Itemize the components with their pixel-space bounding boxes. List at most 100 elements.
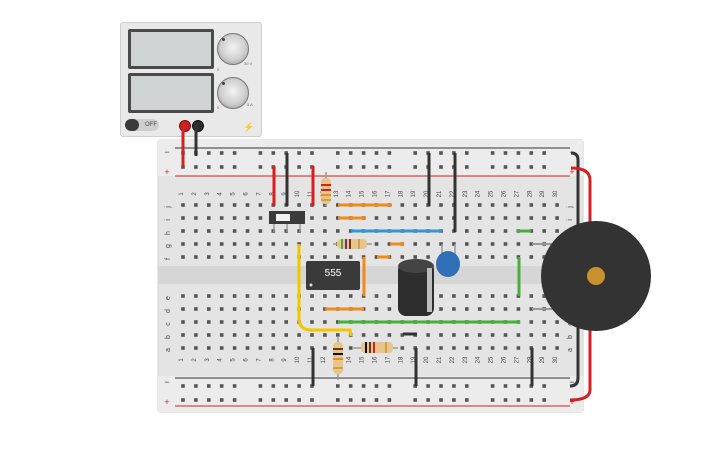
- breadboard-hole[interactable]: [361, 151, 366, 155]
- breadboard-hole[interactable]: [323, 307, 327, 311]
- breadboard-hole[interactable]: [219, 294, 224, 298]
- breadboard-hole[interactable]: [271, 384, 276, 388]
- breadboard-hole[interactable]: [426, 384, 430, 388]
- breadboard-hole[interactable]: [465, 242, 469, 246]
- breadboard-hole[interactable]: [400, 333, 405, 337]
- breadboard-hole[interactable]: [258, 216, 263, 220]
- breadboard-hole[interactable]: [555, 229, 559, 233]
- breadboard-hole[interactable]: [336, 294, 340, 298]
- breadboard-hole[interactable]: [542, 398, 546, 402]
- breadboard-hole[interactable]: [207, 151, 211, 155]
- breadboard-hole[interactable]: [181, 216, 185, 220]
- breadboard-hole[interactable]: [310, 216, 314, 220]
- breadboard-hole[interactable]: [181, 384, 185, 388]
- breadboard-hole[interactable]: [194, 307, 198, 311]
- breadboard-hole[interactable]: [219, 203, 224, 207]
- breadboard-hole[interactable]: [426, 333, 430, 337]
- breadboard-hole[interactable]: [490, 203, 495, 207]
- ic-555[interactable]: [306, 261, 360, 290]
- breadboard-hole[interactable]: [271, 151, 276, 155]
- breadboard-hole[interactable]: [490, 165, 495, 169]
- breadboard-hole[interactable]: [271, 255, 276, 259]
- breadboard-hole[interactable]: [297, 203, 301, 207]
- breadboard-hole[interactable]: [258, 333, 263, 337]
- breadboard-hole[interactable]: [439, 294, 443, 298]
- breadboard-hole[interactable]: [284, 229, 288, 233]
- breadboard-hole[interactable]: [219, 216, 224, 220]
- power-switch-handle[interactable]: [125, 119, 139, 131]
- breadboard-hole[interactable]: [181, 242, 185, 246]
- breadboard-hole[interactable]: [336, 384, 340, 388]
- breadboard-hole[interactable]: [426, 242, 430, 246]
- breadboard-hole[interactable]: [490, 307, 495, 311]
- breadboard-hole[interactable]: [542, 294, 546, 298]
- breadboard-hole[interactable]: [439, 242, 443, 246]
- breadboard-hole[interactable]: [323, 229, 327, 233]
- breadboard-hole[interactable]: [400, 346, 405, 350]
- breadboard-hole[interactable]: [232, 307, 237, 311]
- breadboard-hole[interactable]: [207, 242, 211, 246]
- breadboard-hole[interactable]: [232, 384, 237, 388]
- breadboard-hole[interactable]: [194, 229, 198, 233]
- breadboard-hole[interactable]: [284, 333, 288, 337]
- breadboard-hole[interactable]: [439, 346, 443, 350]
- breadboard-hole[interactable]: [336, 165, 340, 169]
- breadboard-hole[interactable]: [181, 294, 185, 298]
- breadboard-hole[interactable]: [529, 203, 534, 207]
- breadboard-hole[interactable]: [490, 333, 495, 337]
- breadboard-hole[interactable]: [271, 294, 276, 298]
- breadboard-hole[interactable]: [245, 203, 250, 207]
- breadboard-hole[interactable]: [336, 255, 340, 259]
- breadboard-hole[interactable]: [310, 242, 314, 246]
- breadboard-hole[interactable]: [477, 294, 482, 298]
- breadboard-hole[interactable]: [310, 255, 314, 259]
- yellow-jumper-wire[interactable]: [297, 244, 353, 337]
- breadboard-hole[interactable]: [374, 294, 379, 298]
- breadboard-hole[interactable]: [232, 229, 237, 233]
- breadboard-hole[interactable]: [542, 384, 546, 388]
- breadboard-hole[interactable]: [439, 203, 443, 207]
- slide-switch-handle[interactable]: [276, 214, 290, 221]
- breadboard-hole[interactable]: [426, 346, 430, 350]
- breadboard-hole[interactable]: [245, 307, 250, 311]
- breadboard-hole[interactable]: [232, 151, 237, 155]
- breadboard-hole[interactable]: [503, 294, 508, 298]
- breadboard-hole[interactable]: [348, 398, 353, 402]
- breadboard-hole[interactable]: [232, 203, 237, 207]
- breadboard-hole[interactable]: [258, 151, 263, 155]
- breadboard-hole[interactable]: [400, 216, 405, 220]
- breadboard-hole[interactable]: [219, 165, 224, 169]
- breadboard-hole[interactable]: [245, 333, 250, 337]
- breadboard-hole[interactable]: [452, 333, 456, 337]
- breadboard-hole[interactable]: [374, 398, 379, 402]
- breadboard-hole[interactable]: [400, 255, 405, 259]
- breadboard-hole[interactable]: [310, 307, 314, 311]
- breadboard-hole[interactable]: [310, 151, 314, 155]
- breadboard-hole[interactable]: [465, 398, 469, 402]
- breadboard-hole[interactable]: [387, 242, 392, 246]
- breadboard-hole[interactable]: [207, 320, 211, 324]
- breadboard-hole[interactable]: [271, 398, 276, 402]
- breadboard-hole[interactable]: [361, 333, 366, 337]
- breadboard-hole[interactable]: [503, 216, 508, 220]
- breadboard-hole[interactable]: [323, 346, 327, 350]
- breadboard-hole[interactable]: [465, 307, 469, 311]
- breadboard-hole[interactable]: [555, 346, 559, 350]
- breadboard-hole[interactable]: [426, 398, 430, 402]
- breadboard-hole[interactable]: [477, 229, 482, 233]
- breadboard-hole[interactable]: [452, 346, 456, 350]
- breadboard-hole[interactable]: [336, 216, 340, 220]
- breadboard-hole[interactable]: [542, 255, 546, 259]
- breadboard-hole[interactable]: [297, 151, 301, 155]
- breadboard-hole[interactable]: [284, 346, 288, 350]
- breadboard-hole[interactable]: [503, 333, 508, 337]
- breadboard-hole[interactable]: [297, 333, 301, 337]
- breadboard-hole[interactable]: [400, 203, 405, 207]
- breadboard-hole[interactable]: [361, 165, 366, 169]
- breadboard-hole[interactable]: [387, 384, 392, 388]
- breadboard-hole[interactable]: [219, 307, 224, 311]
- breadboard-hole[interactable]: [297, 398, 301, 402]
- breadboard-hole[interactable]: [374, 384, 379, 388]
- power-supply[interactable]: 0 30 V 0 5 A OFF ⚡: [120, 22, 262, 137]
- breadboard-hole[interactable]: [516, 203, 521, 207]
